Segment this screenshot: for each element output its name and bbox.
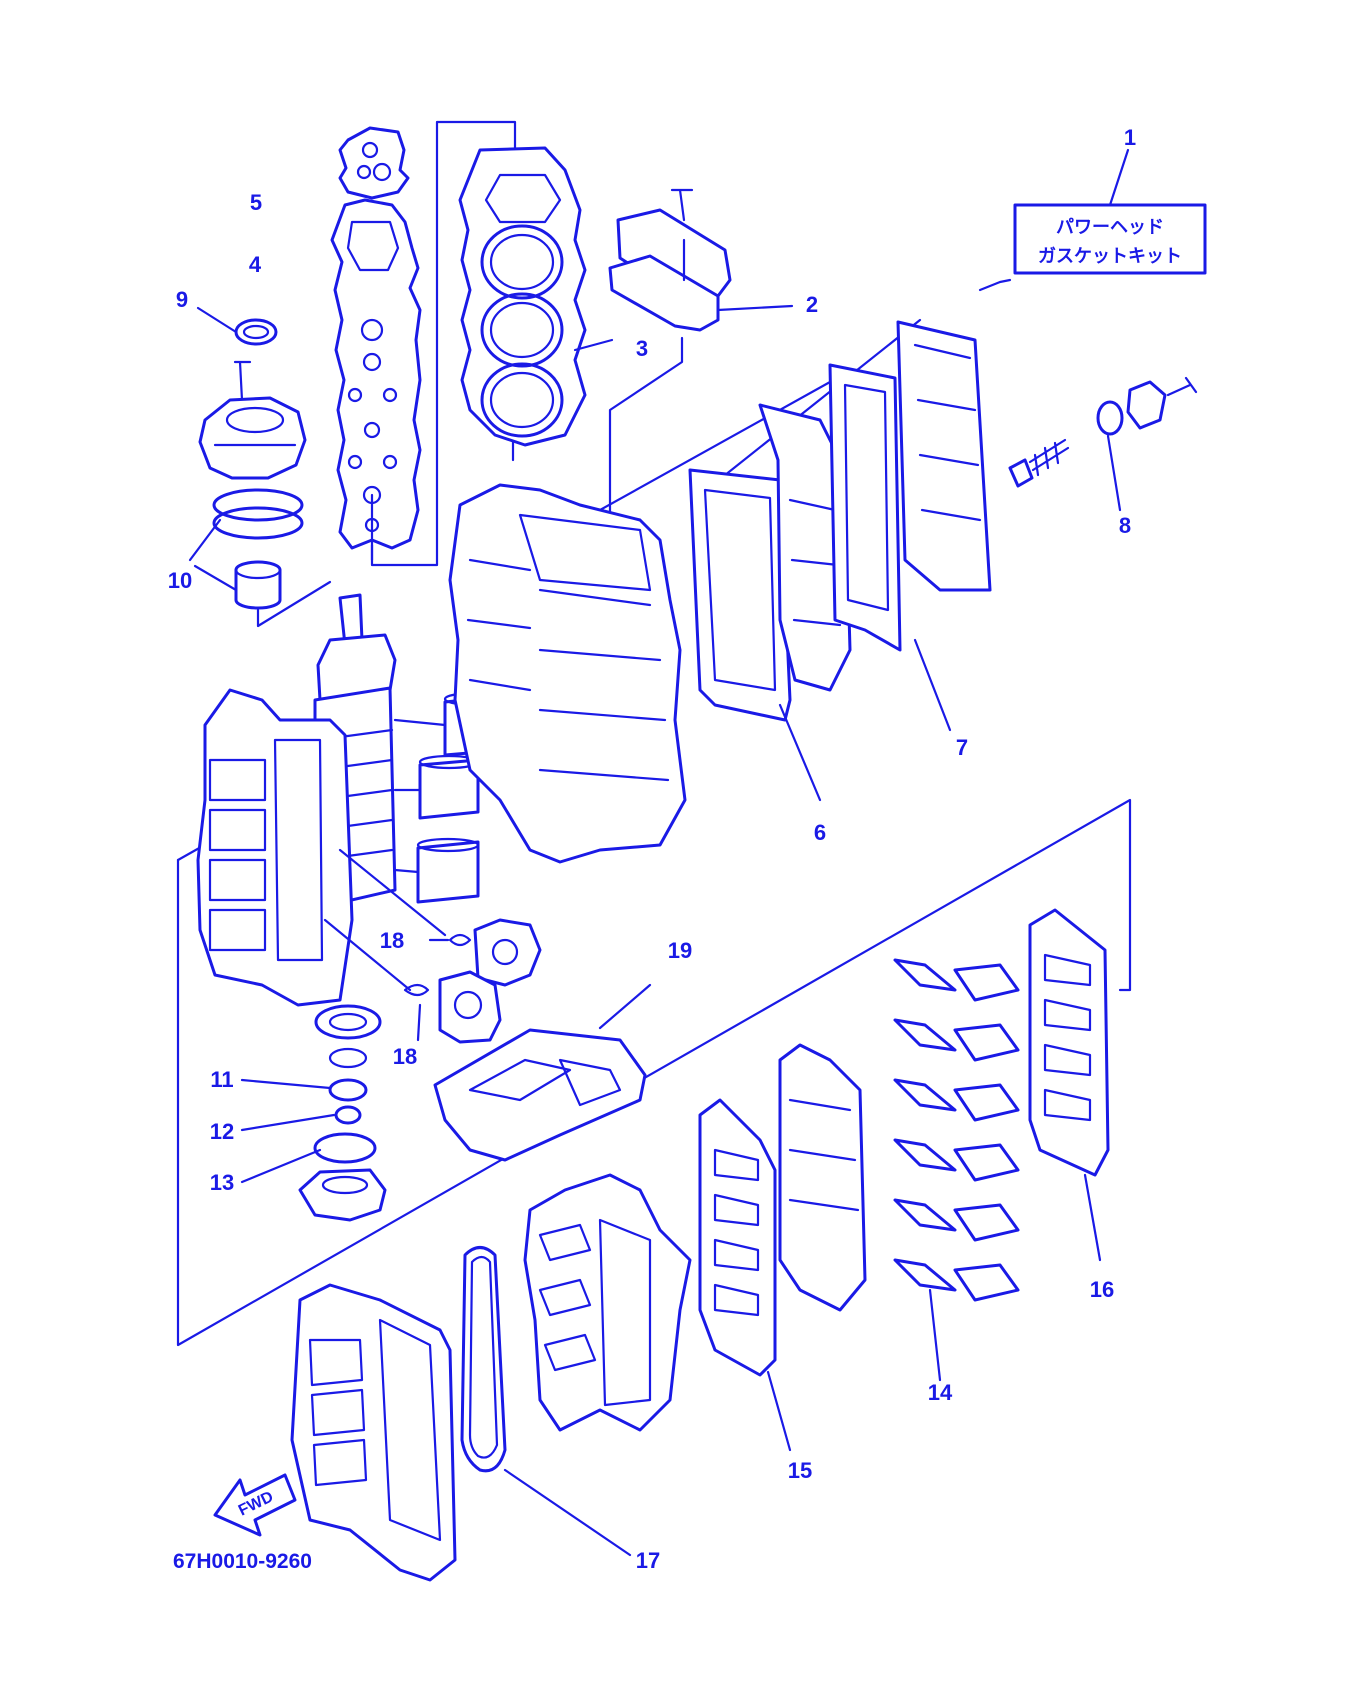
bracket-lines [176,120,1132,1347]
part-code: 67H0010-9260 [173,1550,312,1573]
kit-label-line1: パワーヘッド [1056,217,1164,238]
callout-11: 11 [210,1067,233,1092]
part-3-head-gasket [458,146,614,447]
cylinder-block [448,483,687,864]
callout-12: 12 [210,1119,234,1144]
kit-label-line2: ガスケットキット [1038,246,1182,267]
part-18-covers [323,848,542,1044]
callout-9: 9 [176,287,188,312]
callout-15: 15 [788,1458,812,1483]
reed-block [778,1043,867,1312]
part-6-plate [688,403,852,802]
callout-numbers: 1 2 3 4 5 6 7 8 9 10 11 12 13 14 15 16 1… [168,125,1136,1573]
part-9-seal-housing [196,306,307,480]
callout-5: 5 [250,190,262,215]
callout-18-lower: 18 [393,1044,417,1069]
callout-19: 19 [668,938,692,963]
part-2-cover [608,188,794,332]
callout-6: 6 [814,820,826,845]
callout-13: 13 [210,1170,234,1195]
silencer-cover [290,1283,457,1582]
callout-4: 4 [249,252,262,277]
callout-1: 1 [1124,125,1136,150]
callout-8: 8 [1119,513,1131,538]
callout-17: 17 [636,1548,660,1573]
callout-3: 3 [636,336,648,361]
part-10-rings [188,488,304,610]
crankcase [196,688,354,1007]
parts-11-13-bearings [240,1004,387,1222]
part-17-gasket-ring [460,1246,632,1557]
callout-18-upper: 18 [380,928,404,953]
callout-16: 16 [1090,1277,1114,1302]
gasket-kit-box: パワーヘッド ガスケットキット [1013,148,1207,275]
part-14-reeds [893,958,1020,1382]
part-5-cover [338,126,410,200]
fwd-arrow-icon: FWD [213,1473,297,1537]
part-8-valve [978,278,1198,512]
part-4-gasket [330,198,422,562]
part-7-plates [828,320,992,732]
callout-7: 7 [956,735,968,760]
part-15-gasket [698,1098,792,1452]
callout-14: 14 [928,1380,953,1405]
part-19-gasket [433,983,652,1162]
part-16-gasket [1028,908,1110,1262]
callout-10: 10 [168,568,192,593]
callout-2: 2 [806,292,818,317]
intake-manifold [523,1173,692,1432]
